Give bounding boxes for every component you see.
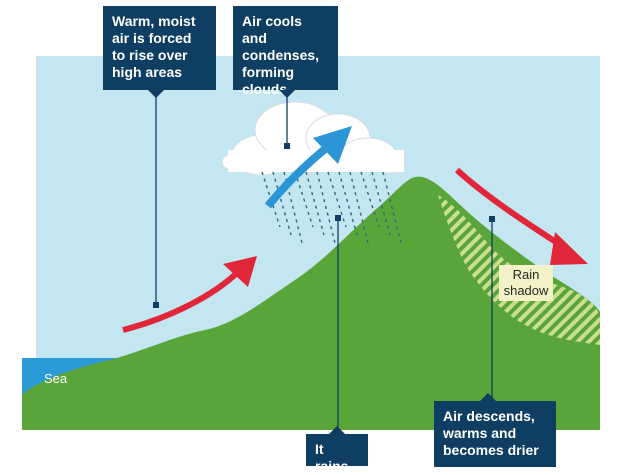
rising-air-arrow — [264, 126, 352, 209]
leader-dot-warm-air — [153, 302, 159, 308]
rain-streak — [349, 171, 369, 244]
rain-streak — [382, 171, 402, 244]
warm-air-arrow — [122, 256, 257, 333]
rain-shadow-label: Rain shadow — [499, 265, 553, 301]
callout-air-cools: Air cools and condenses, forming clouds — [233, 6, 338, 98]
descending-air-arrow — [454, 167, 588, 265]
rain-streak — [316, 171, 336, 244]
sea-label: Sea — [44, 371, 68, 386]
callout-it-rains: It rains — [306, 426, 368, 474]
rain-streak — [283, 171, 303, 244]
rain-streak — [360, 171, 380, 228]
callout-warm-air-rises: Warm, moist air is forced to rise over h… — [103, 6, 216, 98]
leader-dot-it-rains — [335, 215, 341, 221]
leader-dot-air-cools — [284, 143, 290, 149]
leader-dot-air-descends — [489, 216, 495, 222]
rain-streak — [294, 171, 314, 228]
rain-streak — [327, 171, 347, 228]
cloud — [221, 101, 405, 176]
callout-air-descends: Air descends, warms and becomes drier — [434, 393, 556, 467]
